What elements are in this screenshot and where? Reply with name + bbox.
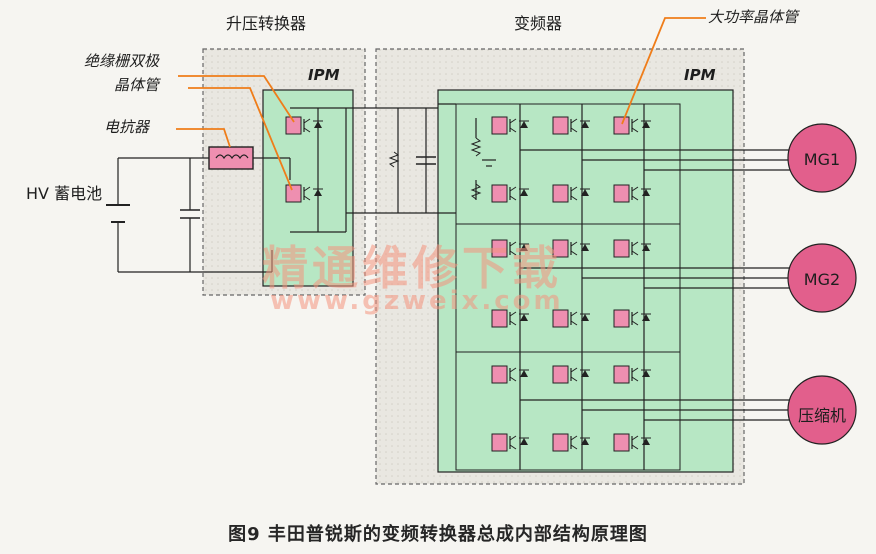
reactor-box [208, 146, 254, 170]
watermark-text: 精通维修下载 [262, 241, 562, 295]
igbt-label-line1: 绝缘栅双极 [84, 52, 160, 70]
motor-compressor-label: 压缩机 [797, 406, 846, 425]
reactor-label: 电抗器 [104, 118, 150, 136]
inverter-ipm-module [437, 89, 734, 473]
motor-mg2-label: MG2 [803, 270, 841, 289]
boost-converter-label: 升压转换器 [226, 14, 307, 33]
inverter-ipm-label: IPM [684, 66, 716, 84]
figure-caption: 图9 丰田普锐斯的变频转换器总成内部结构原理图 [228, 524, 648, 545]
motor-compressor [787, 375, 857, 445]
boost-ipm-label: IPM [308, 66, 340, 84]
watermark-url: www.gzweix.com [270, 286, 564, 316]
motor-mg1-label: MG1 [803, 150, 841, 169]
motor-mg2 [787, 243, 857, 313]
inverter-label: 变频器 [514, 14, 563, 33]
power-transistor-label: 大功率晶体管 [708, 8, 799, 26]
motor-mg1 [787, 123, 857, 193]
igbt-label-line2: 晶体管 [114, 76, 160, 94]
hv-battery-label: HV 蓄电池 [26, 184, 103, 203]
